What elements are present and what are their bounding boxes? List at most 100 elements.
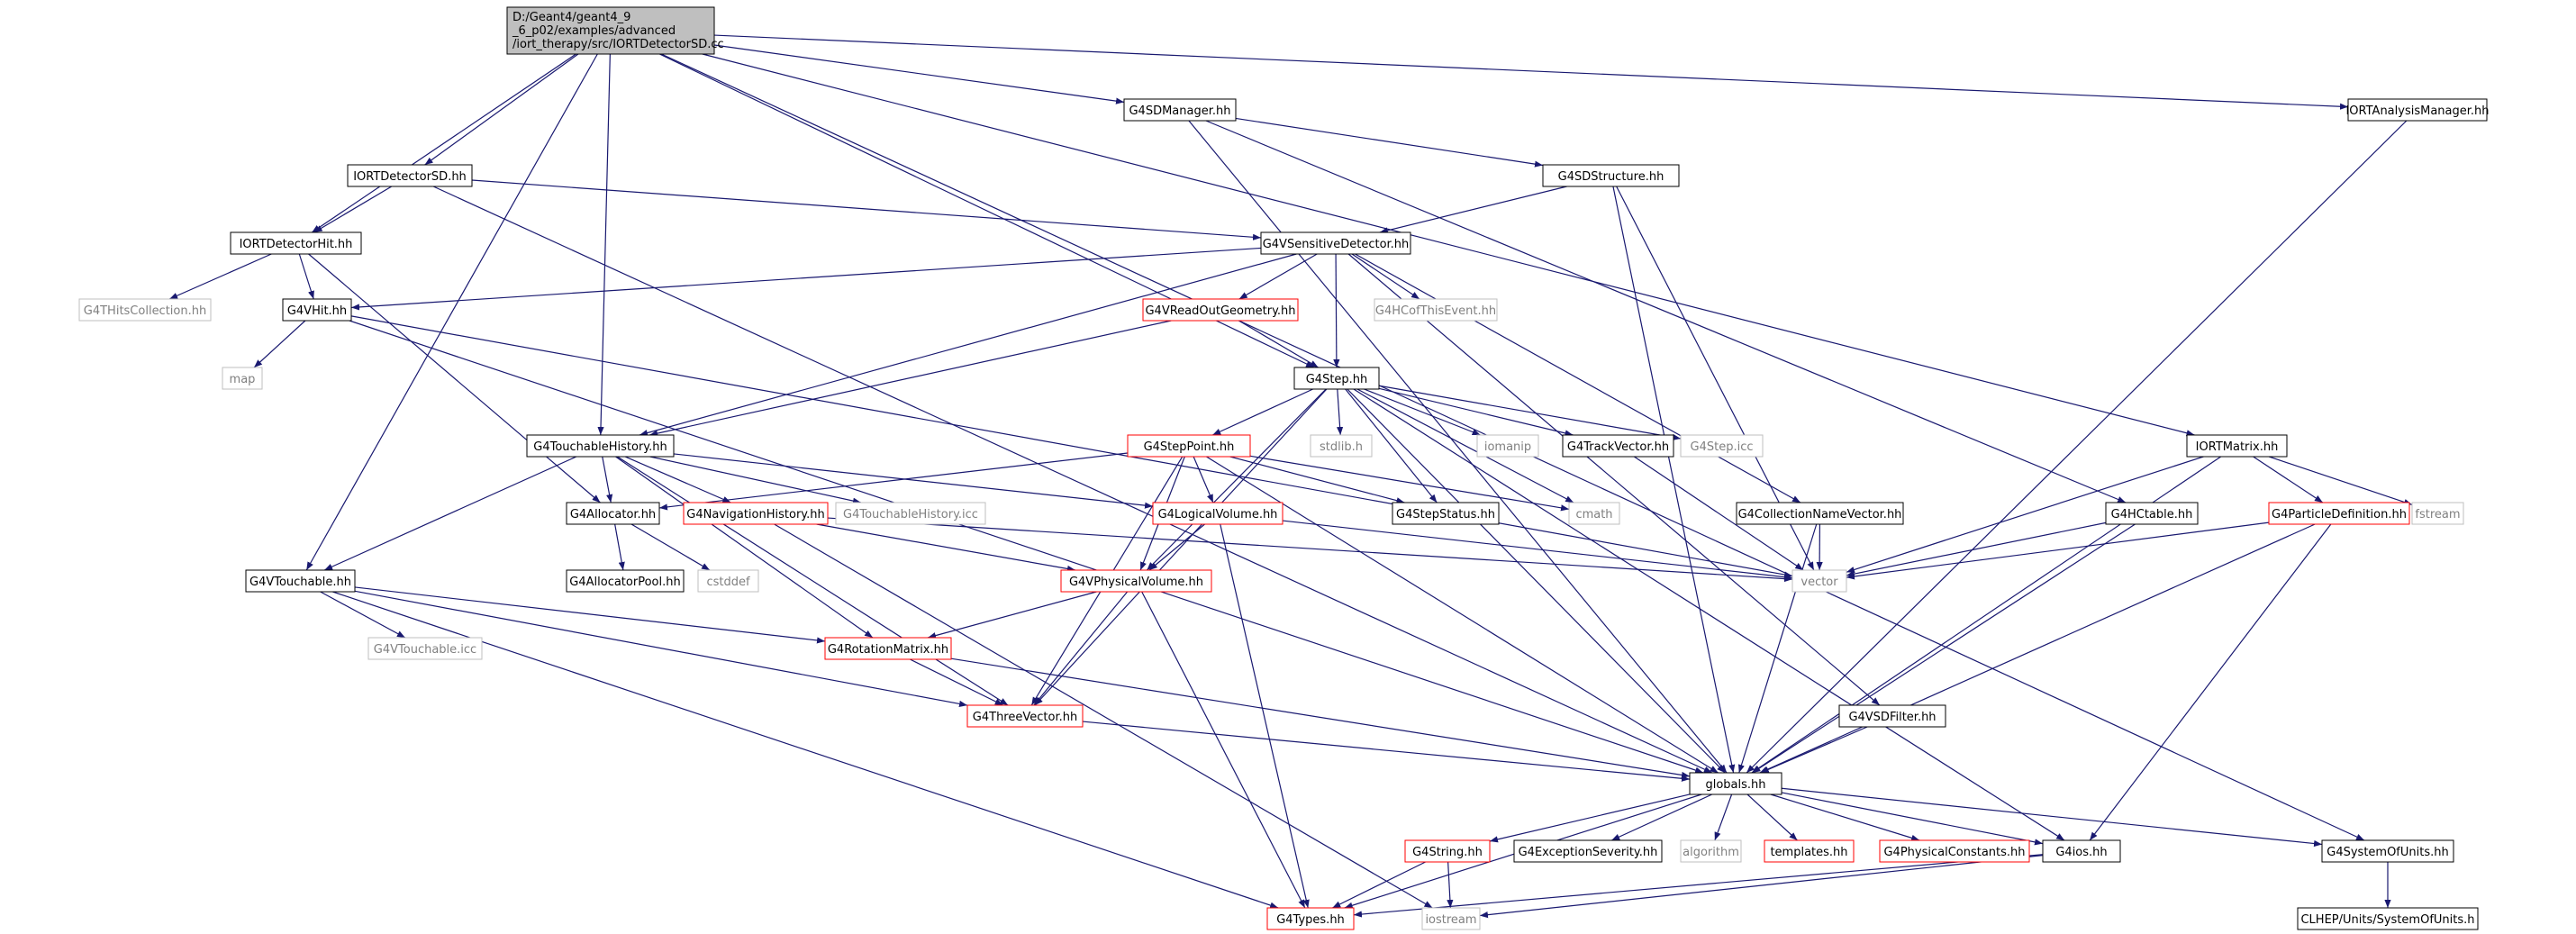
file-node-physconst[interactable]: G4PhysicalConstants.hh bbox=[1879, 839, 2030, 863]
include-edge bbox=[1229, 456, 1405, 504]
file-node-vphysvol[interactable]: G4VPhysicalVolume.hh bbox=[1060, 569, 1212, 593]
node-label: IORTMatrix.hh bbox=[2196, 440, 2279, 454]
node-label: G4ParticleDefinition.hh bbox=[2272, 508, 2407, 521]
node-box bbox=[1127, 434, 1251, 458]
node-label: G4TouchableHistory.icc bbox=[843, 508, 978, 521]
file-node-step[interactable]: G4Step.hh bbox=[1293, 367, 1380, 390]
include-edge bbox=[1282, 520, 1793, 581]
file-node-vsdfilter[interactable]: G4VSDFilter.hh bbox=[1838, 704, 1946, 728]
file-node-threevector[interactable]: G4ThreeVector.hh bbox=[966, 704, 1084, 728]
node-label: cstddef bbox=[706, 576, 750, 589]
node-box bbox=[1293, 367, 1380, 390]
file-node-steppoint[interactable]: G4StepPoint.hh bbox=[1127, 434, 1251, 458]
file-node-templates[interactable]: templates.hh bbox=[1764, 839, 1855, 863]
file-node-root[interactable]: D:/Geant4/geant4_9_6_p02/examples/advanc… bbox=[506, 6, 724, 55]
include-edge bbox=[927, 591, 1097, 639]
file-node-navhist[interactable]: G4NavigationHistory.hh bbox=[683, 502, 829, 525]
include-edge bbox=[1235, 117, 1544, 168]
file-node-vtouchicc: G4VTouchable.icc bbox=[367, 637, 483, 660]
include-edge bbox=[1351, 253, 1420, 300]
node-box bbox=[1392, 502, 1500, 525]
file-node-vreadout[interactable]: G4VReadOutGeometry.hh bbox=[1142, 298, 1299, 322]
file-node-sdmanager[interactable]: G4SDManager.hh bbox=[1123, 98, 1237, 122]
node-label: templates.hh bbox=[1770, 846, 1847, 859]
include-edge bbox=[1752, 523, 2136, 774]
include-edge bbox=[308, 253, 601, 503]
include-edge bbox=[617, 456, 1009, 706]
file-node-collnamevec[interactable]: G4CollectionNameVector.hh bbox=[1736, 502, 1904, 525]
node-label: IORTDetectorSD.hh bbox=[353, 170, 467, 184]
file-node-partdef[interactable]: G4ParticleDefinition.hh bbox=[2268, 502, 2410, 525]
node-label: G4TrackVector.hh bbox=[1567, 440, 1669, 454]
file-node-allocator[interactable]: G4Allocator.hh bbox=[566, 502, 660, 525]
include-edge bbox=[1759, 523, 2316, 774]
node-box bbox=[1680, 434, 1764, 458]
include-edge bbox=[1746, 793, 1798, 841]
file-node-iostream: iostream bbox=[1421, 907, 1481, 930]
node-label: D:/Geant4/geant4_9 bbox=[512, 11, 630, 24]
include-edge bbox=[950, 657, 1691, 779]
include-edge bbox=[332, 591, 1279, 909]
file-node-excsev[interactable]: G4ExceptionSeverity.hh bbox=[1513, 839, 1663, 863]
include-edge bbox=[713, 44, 1125, 104]
node-label: cmath bbox=[1575, 508, 1612, 521]
file-node-globals[interactable]: globals.hh bbox=[1689, 772, 1782, 795]
include-edge bbox=[1206, 456, 1719, 774]
file-node-logvol[interactable]: G4LogicalVolume.hh bbox=[1152, 502, 1283, 525]
include-edge bbox=[1378, 385, 1682, 441]
node-box bbox=[1562, 434, 1674, 458]
include-edge bbox=[1034, 388, 1328, 706]
node-label: G4RotationMatrix.hh bbox=[828, 643, 948, 657]
file-node-g4types[interactable]: G4Types.hh bbox=[1266, 907, 1355, 930]
node-label: globals.hh bbox=[1705, 778, 1765, 792]
node-box bbox=[2347, 98, 2488, 122]
file-node-allocpool[interactable]: G4AllocatorPool.hh bbox=[566, 569, 685, 593]
node-label: map bbox=[230, 373, 256, 386]
node-label: G4VPhysicalVolume.hh bbox=[1069, 576, 1203, 589]
include-edge bbox=[1714, 793, 1733, 841]
node-box bbox=[222, 367, 263, 390]
file-node-vhit[interactable]: G4VHit.hh bbox=[282, 298, 352, 322]
include-edge bbox=[1249, 455, 1570, 512]
node-box bbox=[835, 502, 986, 525]
node-label: G4SystemOfUnits.hh bbox=[2327, 846, 2448, 859]
include-edge bbox=[1082, 721, 1691, 782]
file-node-vtouchable[interactable]: G4VTouchable.hh bbox=[245, 569, 356, 593]
node-label: G4Types.hh bbox=[1276, 913, 1345, 927]
file-node-hctable[interactable]: G4HCtable.hh bbox=[2105, 502, 2199, 525]
file-node-iortdethit[interactable]: IORTDetectorHit.hh bbox=[230, 231, 362, 255]
file-node-g4ios[interactable]: G4ios.hh bbox=[2042, 839, 2121, 863]
include-edge bbox=[1447, 861, 1454, 909]
file-node-iortdetsd[interactable]: IORTDetectorSD.hh bbox=[347, 164, 473, 187]
node-label: G4TouchableHistory.hh bbox=[533, 440, 667, 454]
include-edge bbox=[1355, 253, 1801, 503]
include-edge bbox=[816, 523, 1076, 572]
file-node-vsensdet[interactable]: G4VSensitiveDetector.hh bbox=[1260, 231, 1411, 255]
include-edge bbox=[1781, 787, 2323, 848]
file-node-g4string[interactable]: G4String.hh bbox=[1404, 839, 1491, 863]
node-box bbox=[282, 298, 352, 322]
file-node-iortmatrix[interactable]: IORTMatrix.hh bbox=[2186, 434, 2288, 458]
file-node-rotmatrix[interactable]: G4RotationMatrix.hh bbox=[824, 637, 952, 660]
include-edge bbox=[1141, 591, 1306, 909]
file-node-cmath: cmath bbox=[1568, 502, 1620, 525]
node-label: G4AllocatorPool.hh bbox=[569, 576, 680, 589]
file-node-trackvector[interactable]: G4TrackVector.hh bbox=[1562, 434, 1674, 458]
include-edge bbox=[597, 53, 611, 436]
node-label: G4VReadOutGeometry.hh bbox=[1145, 304, 1295, 318]
file-node-touchhist[interactable]: G4TouchableHistory.hh bbox=[526, 434, 675, 458]
file-node-sysunits[interactable]: G4SystemOfUnits.hh bbox=[2321, 839, 2454, 863]
node-box bbox=[697, 569, 759, 593]
include-edge bbox=[1332, 861, 1426, 909]
node-box bbox=[230, 231, 362, 255]
file-node-iortanalysis[interactable]: IORTAnalysisManager.hh bbox=[2345, 98, 2490, 122]
node-box bbox=[1142, 298, 1299, 322]
file-node-stepstatus[interactable]: G4StepStatus.hh bbox=[1392, 502, 1500, 525]
node-label: G4SDManager.hh bbox=[1129, 104, 1230, 118]
node-box bbox=[2297, 907, 2479, 930]
file-node-sdstructure[interactable]: G4SDStructure.hh bbox=[1542, 164, 1680, 187]
include-edge bbox=[1238, 320, 1319, 368]
file-node-clhepunits[interactable]: CLHEP/Units/SystemOfUnits.h bbox=[2297, 907, 2479, 930]
node-box bbox=[1152, 502, 1283, 525]
